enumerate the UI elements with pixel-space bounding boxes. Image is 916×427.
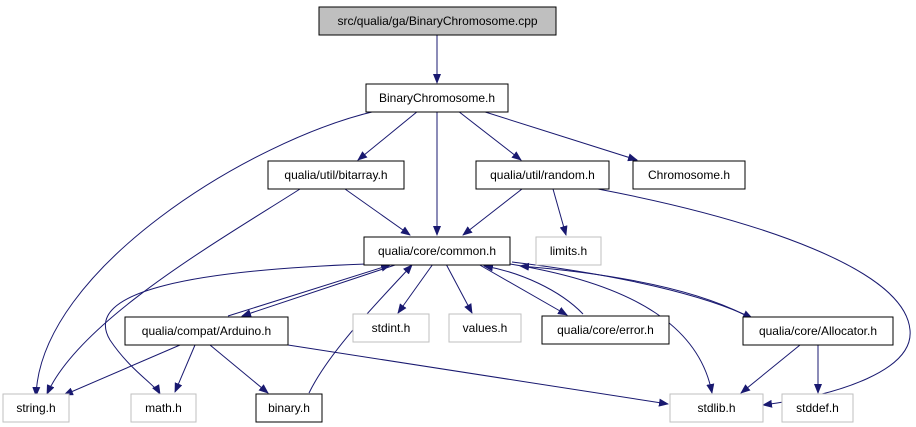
node-binarychromosome-cpp: src/qualia/ga/BinaryChromosome.cpp — [318, 6, 557, 36]
node-label: stdlib.h — [697, 401, 735, 415]
node-label: qualia/util/bitarray.h — [284, 168, 387, 182]
edge-bitarray-to-common — [344, 188, 411, 236]
node-label: BinaryChromosome.h — [379, 91, 495, 105]
edge-common-to-values — [445, 263, 473, 314]
edge-arduino-to-binary — [209, 344, 269, 394]
node-allocator-h[interactable]: qualia/core/Allocator.h — [742, 316, 894, 346]
edge-arduino-to-string — [63, 344, 181, 396]
node-label: qualia/core/common.h — [378, 244, 496, 258]
nodes: src/qualia/ga/BinaryChromosome.cpp Binar… — [2, 6, 894, 423]
node-label: qualia/compat/Arduino.h — [142, 324, 271, 338]
edge-binarychromosome-to-chromosome — [481, 110, 638, 162]
edge-common-to-stdint — [397, 263, 434, 314]
edge-binarychromosome-to-bitarray — [357, 110, 419, 161]
edge-random-to-common — [462, 188, 523, 236]
node-random-h[interactable]: qualia/util/random.h — [475, 160, 610, 190]
node-math-h: math.h — [130, 393, 197, 423]
edge-arduino-to-common — [227, 263, 391, 317]
node-label: Chromosome.h — [648, 168, 730, 182]
node-string-h: string.h — [2, 393, 70, 423]
node-label: stdint.h — [372, 321, 411, 335]
edge-arduino-to-stdlib — [287, 344, 669, 407]
node-label: src/qualia/ga/BinaryChromosome.cpp — [337, 14, 537, 28]
node-common-h[interactable]: qualia/core/common.h — [363, 236, 511, 266]
node-binarychromosome-h[interactable]: BinaryChromosome.h — [365, 83, 509, 113]
node-label: stddef.h — [796, 401, 839, 415]
node-limits-h: limits.h — [535, 236, 602, 266]
node-label: string.h — [16, 401, 55, 415]
edge-binarychromosome-to-string — [32, 110, 377, 397]
edge-bitarray-to-string — [46, 188, 301, 395]
edge-error-to-common — [483, 263, 584, 315]
edge-common-to-error — [477, 263, 568, 316]
node-arduino-h[interactable]: qualia/compat/Arduino.h — [124, 316, 289, 346]
node-label: qualia/core/error.h — [557, 323, 654, 337]
edge-common-to-arduino — [241, 263, 399, 317]
edge-allocator-to-common — [519, 262, 746, 316]
edge-common-to-stdlib — [509, 263, 715, 394]
node-chromosome-h[interactable]: Chromosome.h — [632, 160, 746, 190]
node-stdint-h: stdint.h — [352, 313, 430, 343]
node-label: limits.h — [550, 244, 587, 258]
edge-random-to-stdlib — [597, 188, 911, 408]
node-label: values.h — [463, 321, 508, 335]
node-stdlib-h: stdlib.h — [669, 393, 764, 423]
edge-random-to-limits — [552, 188, 568, 236]
edge-common-to-math — [104, 263, 367, 395]
node-bitarray-h[interactable]: qualia/util/bitarray.h — [267, 160, 405, 190]
node-label: qualia/core/Allocator.h — [759, 324, 877, 338]
node-values-h: values.h — [448, 313, 522, 343]
edge-allocator-to-stdlib — [740, 344, 801, 394]
node-binary-h[interactable]: binary.h — [255, 393, 323, 423]
node-label: qualia/util/random.h — [490, 168, 595, 182]
node-label: binary.h — [268, 401, 310, 415]
node-stddef-h: stddef.h — [781, 393, 854, 423]
node-label: math.h — [145, 401, 182, 415]
edges — [32, 35, 911, 408]
node-error-h[interactable]: qualia/core/error.h — [541, 315, 670, 345]
edge-arduino-to-math — [174, 344, 196, 393]
edge-common-to-allocator — [511, 261, 753, 319]
edge-binarychromosome-to-random — [457, 110, 522, 161]
